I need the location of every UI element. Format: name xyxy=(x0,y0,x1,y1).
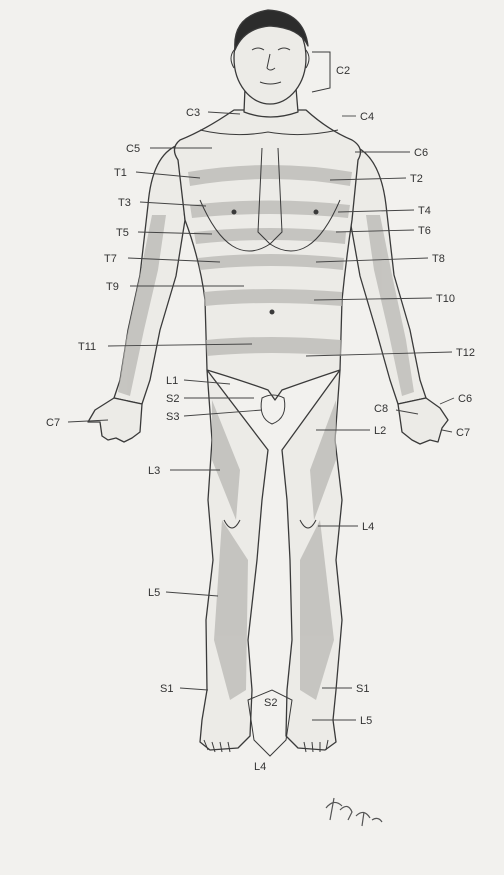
label-s2-groin: S2 xyxy=(166,393,179,405)
label-c7-right: C7 xyxy=(456,427,470,439)
right-nipple xyxy=(314,210,318,214)
label-l1: L1 xyxy=(166,375,178,387)
label-t2: T2 xyxy=(410,173,423,185)
genitals xyxy=(261,395,285,424)
label-l4-knee: L4 xyxy=(362,521,374,533)
right-hand xyxy=(398,398,448,444)
label-l4-bottom: L4 xyxy=(254,761,266,773)
label-t9: T9 xyxy=(106,281,119,293)
label-l5-shin: L5 xyxy=(148,587,160,599)
label-t4: T4 xyxy=(418,205,431,217)
label-c3: C3 xyxy=(186,107,200,119)
left-hand xyxy=(88,398,142,442)
label-s1-right: S1 xyxy=(356,683,369,695)
body-figure xyxy=(88,10,448,750)
label-c8: C8 xyxy=(374,403,388,415)
label-t6: T6 xyxy=(418,225,431,237)
label-c5: C5 xyxy=(126,143,140,155)
label-t8: T8 xyxy=(432,253,445,265)
label-c6-shoulder: C6 xyxy=(414,147,428,159)
label-c6-hand: C6 xyxy=(458,393,472,405)
c2-bracket xyxy=(312,52,330,92)
label-s2-feet: S2 xyxy=(264,697,277,709)
label-t12: T12 xyxy=(456,347,475,359)
navel xyxy=(270,310,274,314)
left-nipple xyxy=(232,210,236,214)
label-l5-foot: L5 xyxy=(360,715,372,727)
label-t5: T5 xyxy=(116,227,129,239)
label-l2: L2 xyxy=(374,425,386,437)
label-t1: T1 xyxy=(114,167,127,179)
label-s3: S3 xyxy=(166,411,179,423)
label-t7: T7 xyxy=(104,253,117,265)
label-c2: C2 xyxy=(336,65,350,77)
label-t3: T3 xyxy=(118,197,131,209)
label-l3: L3 xyxy=(148,465,160,477)
handwritten-signature xyxy=(326,798,382,826)
label-s1-left: S1 xyxy=(160,683,173,695)
label-t11: T11 xyxy=(78,341,96,353)
label-c7-left: C7 xyxy=(46,417,60,429)
label-t10: T10 xyxy=(436,293,455,305)
label-c4: C4 xyxy=(360,111,374,123)
